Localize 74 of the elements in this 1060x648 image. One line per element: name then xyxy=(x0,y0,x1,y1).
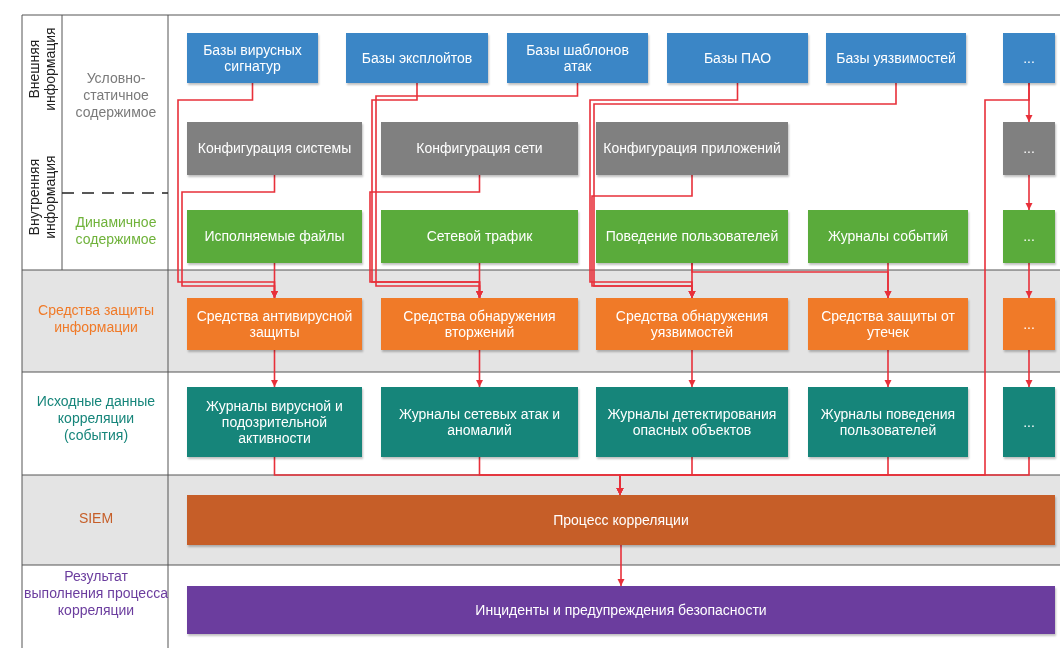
process-box xyxy=(187,495,1055,545)
process-box xyxy=(808,210,968,263)
row-label: Динамичное содержимое xyxy=(74,214,158,248)
connector-arrow xyxy=(270,262,279,299)
row-label: Средства защиты информации xyxy=(37,302,155,336)
connector-arrow xyxy=(1025,174,1033,211)
node-label: Конфигурация приложений xyxy=(603,140,781,157)
process-box xyxy=(1003,210,1055,263)
connector-arrow xyxy=(884,349,892,388)
node-label: Средства антивирусной защиты xyxy=(195,307,354,341)
node-label: Конфигурация системы xyxy=(197,140,352,157)
process-box xyxy=(381,387,578,457)
process-box xyxy=(346,33,488,83)
process-box xyxy=(187,586,1055,634)
node-label: Средства обнаружения вторжений xyxy=(402,307,557,341)
row-label: SIEM xyxy=(77,510,115,527)
connector-arrow xyxy=(475,349,484,388)
node-label: ... xyxy=(1023,228,1035,245)
process-box xyxy=(187,387,362,457)
node-label: Конфигурация сети xyxy=(416,140,543,157)
row-label: Результат выполнения процесса корреляции xyxy=(24,568,168,619)
node-label: Журналы сетевых атак и аномалий xyxy=(397,405,562,439)
row-label: Исходные данные корреляции (события) xyxy=(35,393,157,444)
node-label: Базы шаблонов атак xyxy=(525,41,630,75)
node-label: Исполняемые файлы xyxy=(204,228,345,245)
node-label: Процесс корреляции xyxy=(553,511,689,529)
node-label: Базы вирусных сигнатур xyxy=(202,41,303,75)
process-box xyxy=(187,298,362,350)
node-label: Базы уязвимостей xyxy=(836,49,956,67)
connector-arrow xyxy=(1025,349,1033,388)
node-label: Журналы поведения пользователей xyxy=(819,405,957,439)
node-label: ... xyxy=(1023,140,1035,157)
node-label: Средства защиты от утечек xyxy=(820,307,956,341)
node-label: Средства обнаружения уязвимостей xyxy=(614,307,770,341)
row-label: Внешняя информация xyxy=(25,26,59,113)
node-label: Журналы детектирования опасных объектов xyxy=(606,405,778,439)
node-label: Базы ПАО xyxy=(703,49,772,67)
process-box xyxy=(1003,387,1055,457)
process-box xyxy=(187,122,362,175)
process-box xyxy=(596,298,788,350)
process-box xyxy=(826,33,966,83)
connector-arrow xyxy=(475,262,484,299)
process-box xyxy=(381,210,578,263)
process-box xyxy=(507,33,648,83)
process-box xyxy=(596,210,788,263)
connector-arrow xyxy=(884,262,892,299)
node-label: Инциденты и предупреждения безопасности xyxy=(475,601,767,619)
process-box xyxy=(808,387,968,457)
process-box xyxy=(808,298,968,350)
node-label: Журналы вирусной и подозрительной активности xyxy=(205,397,344,447)
connector-arrow xyxy=(1025,262,1033,299)
process-box xyxy=(1003,122,1055,175)
process-box xyxy=(596,387,788,457)
connector-arrow xyxy=(688,349,696,388)
node-label: ... xyxy=(1023,315,1035,333)
process-box xyxy=(187,210,362,263)
connector-arrow xyxy=(617,544,625,587)
node-label: Журналы событий xyxy=(827,228,949,245)
row-label: Внутренняя информация xyxy=(25,154,59,241)
node-label: Поведение пользователей xyxy=(605,228,779,245)
process-box xyxy=(667,33,808,83)
connector-arrow xyxy=(616,456,1030,496)
node-label: Базы эксплойтов xyxy=(361,49,473,67)
process-box xyxy=(596,122,788,175)
process-box xyxy=(381,122,578,175)
process-box xyxy=(1003,33,1055,83)
process-box xyxy=(1003,298,1055,350)
process-box xyxy=(381,298,578,350)
node-label: ... xyxy=(1023,413,1035,431)
process-box xyxy=(187,33,318,83)
connector-arrow xyxy=(270,349,279,388)
row-label: Условно-статичное содержимое xyxy=(74,70,158,121)
node-label: ... xyxy=(1023,49,1035,67)
node-label: Сетевой трафик xyxy=(426,228,533,245)
